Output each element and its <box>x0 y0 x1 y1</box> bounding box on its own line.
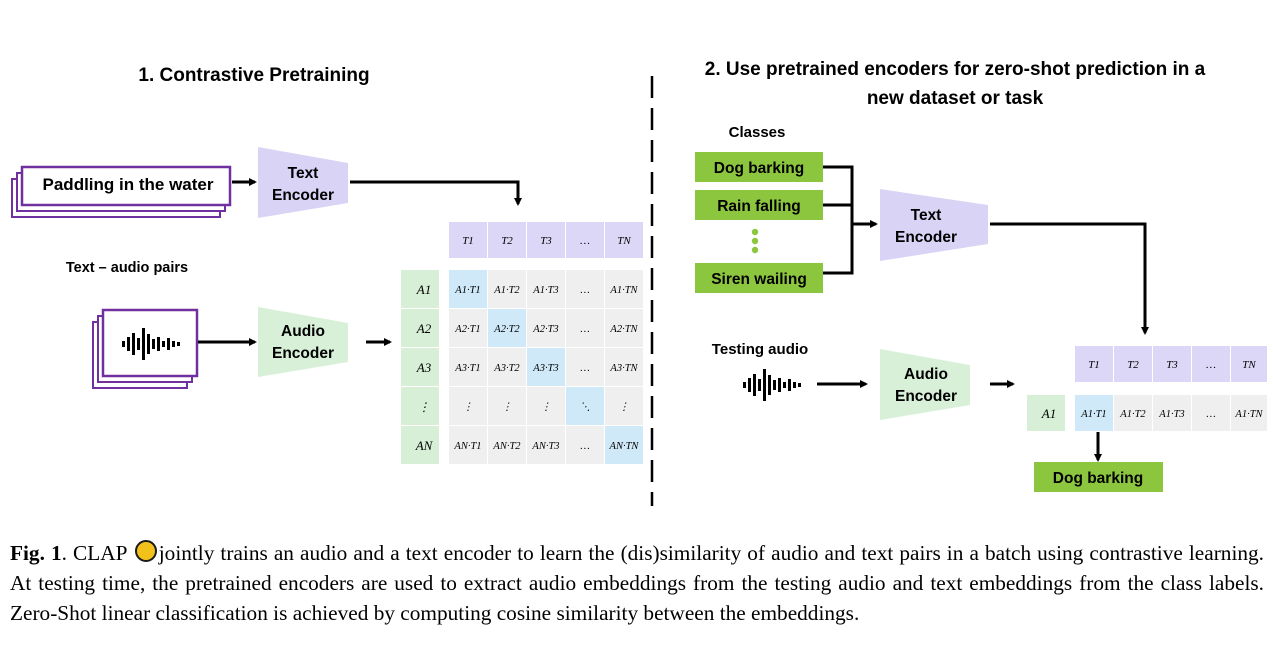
cell-an-tn: AN·TN <box>609 441 640 452</box>
cell-a1-t1: A1·T1 <box>454 285 480 296</box>
pretraining-title: 1. Contrastive Pretraining <box>138 65 369 86</box>
cell-a2-t2: A2·T2 <box>493 324 520 335</box>
audio-encoder-line2: Encoder <box>272 345 334 362</box>
testing-audio-label: Testing audio <box>712 341 808 358</box>
cell-an-t1: AN·T1 <box>453 441 481 452</box>
text-encoder-right-line2: Encoder <box>895 229 957 246</box>
right-row-header-a1: A1 <box>1041 406 1056 421</box>
class-box-dog <box>695 152 823 182</box>
cell-a1-t3: A1·T3 <box>532 285 558 296</box>
text-encoder-right-shape <box>880 189 988 261</box>
cell-a3-t3: A3·T3 <box>532 363 558 374</box>
class-box-rain <box>695 190 823 220</box>
caption-lead: . CLAP <box>61 541 133 565</box>
text-encoder-left: Text Encoder <box>258 147 348 218</box>
col-header-t3: T3 <box>540 235 552 247</box>
caption-body: jointly trains an audio and a text encod… <box>10 541 1264 625</box>
class-list: Dog barking Rain falling Siren wailing <box>695 152 823 293</box>
col-header-dots: … <box>580 235 590 247</box>
prediction-label: Dog barking <box>1053 470 1143 487</box>
cell-a1-t2: A1·T2 <box>493 285 520 296</box>
text-encoder-line1: Text <box>288 165 319 182</box>
cell-dots-t2: ⋮ <box>502 402 513 413</box>
cell-a2-t3: A2·T3 <box>532 324 558 335</box>
cell-a2-dots: … <box>580 324 589 335</box>
class-label-rain: Rain falling <box>717 198 801 215</box>
similarity-matrix-right: T1 T2 T3 … TN A1 A1·T1 A1·T2 A1·T3 … A1·… <box>1027 346 1267 431</box>
cell-a2-tn: A2·TN <box>609 324 638 335</box>
audio-encoder-left: Audio Encoder <box>258 307 348 377</box>
cell-dots-tn: ⋮ <box>619 402 630 413</box>
col-header-t1: T1 <box>462 235 474 247</box>
col-header-t2: T2 <box>501 235 513 247</box>
cell-an-dots: … <box>580 441 589 452</box>
clap-diagram: 1. Contrastive Pretraining Paddling in t… <box>11 59 1267 506</box>
arrow-text-encoder-to-matrix-right <box>990 222 1149 335</box>
audio-encoder-line1: Audio <box>281 323 325 340</box>
cell-a1-tn: A1·TN <box>609 285 638 296</box>
matrix-cells: A1·T1 A1·T2 A1·T3 … A1·TN A2·T1 A2·T2 A2… <box>449 270 643 464</box>
right-col-header-dots: … <box>1206 359 1216 371</box>
right-cell-t2: A1·T2 <box>1119 409 1146 420</box>
prediction-box <box>1034 462 1163 492</box>
audio-input-stack <box>92 308 199 389</box>
cell-an-t2: AN·T2 <box>492 441 521 452</box>
col-header-tn: TN <box>617 235 631 247</box>
row-header-dots: ⋮ <box>418 400 430 414</box>
figure-caption: Fig. 1. CLAP jointly trains an audio and… <box>10 538 1264 628</box>
zero-shot-title-line1: 2. Use pretrained encoders for zero-shot… <box>705 59 1206 80</box>
right-cell-tn: A1·TN <box>1234 409 1263 420</box>
cell-dots-t1: ⋮ <box>463 402 474 413</box>
right-col-header-t3: T3 <box>1166 359 1178 371</box>
arrow-encoder-to-matrix <box>350 180 522 206</box>
class-ellipsis-dots <box>751 228 759 254</box>
similarity-matrix-left: T1 T2 T3 … TN A1 A2 A3 ⋮ AN <box>401 222 643 464</box>
classes-label: Classes <box>729 124 786 141</box>
figure-label: Fig. 1 <box>10 541 62 565</box>
cell-a1-dots: … <box>580 285 589 296</box>
row-header-a3: A3 <box>416 360 432 375</box>
text-encoder-line2: Encoder <box>272 187 334 204</box>
pairs-label: Text – audio pairs <box>66 260 188 276</box>
matrix-row-headers: A1 A2 A3 ⋮ AN <box>401 270 439 464</box>
text-encoder-right: Text Encoder <box>880 189 988 261</box>
right-cell-t1: A1·T1 <box>1080 409 1106 420</box>
right-cell-t3: A1·T3 <box>1158 409 1184 420</box>
text-encoder-shape <box>258 147 348 218</box>
cell-a3-t2: A3·T2 <box>493 363 520 374</box>
right-col-header-t2: T2 <box>1127 359 1139 371</box>
zero-shot-title-line2: new dataset or task <box>867 88 1044 109</box>
audio-encoder-shape <box>258 307 348 377</box>
waveform-icon <box>122 328 180 360</box>
cell-a3-tn: A3·TN <box>609 363 638 374</box>
cell-an-t3: AN·T3 <box>531 441 559 452</box>
row-header-a2: A2 <box>416 321 432 336</box>
testing-waveform-icon <box>743 369 801 401</box>
class-box-siren <box>695 263 823 293</box>
cell-a2-t1: A2·T1 <box>454 324 480 335</box>
matrix-col-headers: T1 T2 T3 … TN <box>449 222 643 258</box>
right-col-header-t1: T1 <box>1088 359 1100 371</box>
audio-encoder-right: Audio Encoder <box>880 349 970 420</box>
row-header-an: AN <box>415 438 434 453</box>
text-input-stack: Paddling in the water <box>11 165 232 218</box>
right-col-header-tn: TN <box>1242 359 1256 371</box>
right-cell-dots: … <box>1206 409 1215 420</box>
text-encoder-right-line1: Text <box>911 207 942 224</box>
class-label-dog: Dog barking <box>714 160 804 177</box>
clap-logo-icon <box>134 540 157 562</box>
class-connectors <box>823 165 878 275</box>
audio-encoder-right-line1: Audio <box>904 366 948 383</box>
audio-encoder-right-line2: Encoder <box>895 388 957 405</box>
cell-a3-dots: … <box>580 363 589 374</box>
cell-dots-diag: ⋱ <box>580 402 591 413</box>
class-label-siren: Siren wailing <box>711 271 807 288</box>
text-input-label: Paddling in the water <box>43 175 214 194</box>
row-header-a1: A1 <box>416 282 431 297</box>
cell-dots-t3: ⋮ <box>541 402 552 413</box>
audio-encoder-right-shape <box>880 349 970 420</box>
cell-a3-t1: A3·T1 <box>454 363 480 374</box>
